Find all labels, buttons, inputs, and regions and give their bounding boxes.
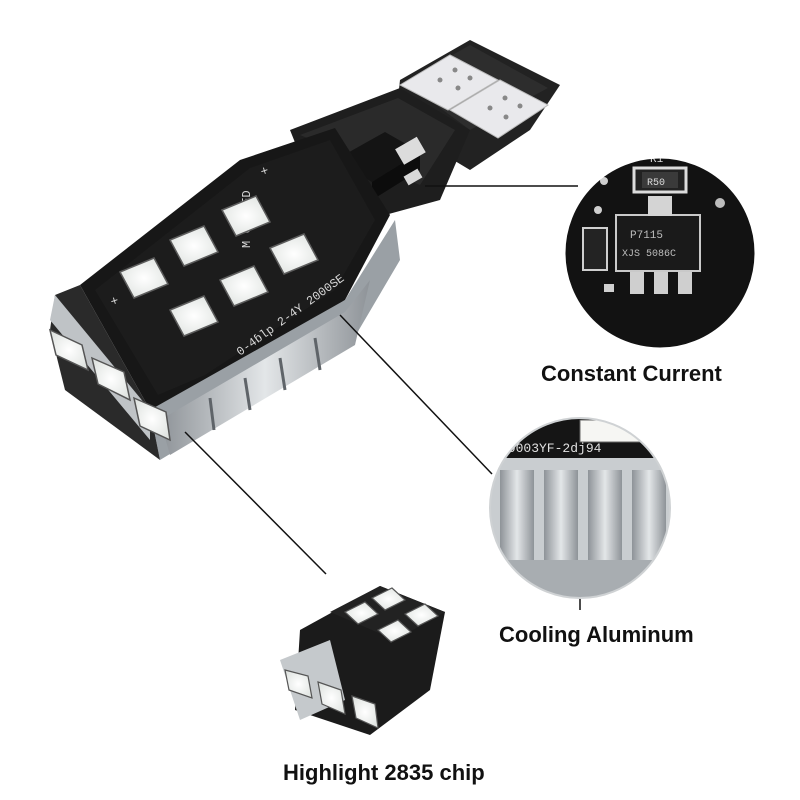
zoom-photo-2835-chip bbox=[280, 586, 445, 735]
callout-line-cooling bbox=[339, 314, 493, 475]
led-chip-array bbox=[118, 195, 320, 337]
heatsink-fins bbox=[150, 220, 400, 460]
callout-lines bbox=[184, 185, 581, 610]
callout-line-chip bbox=[184, 431, 327, 575]
svg-text:R1: R1 bbox=[650, 154, 664, 166]
callout-label-highlight-chip: Highlight 2835 chip bbox=[283, 760, 485, 785]
svg-text:P7115: P7115 bbox=[630, 230, 663, 242]
zoom-circle-cooling-aluminum: 20003YF-2dj94 bbox=[489, 417, 671, 599]
zoom-circle-constant-current: R50 R1 P7115 XJS 5086C bbox=[562, 154, 758, 351]
led-bulb: + + 0-4ɓlp 2-4Y 2000SE M 6M-LED bbox=[48, 40, 560, 460]
led-board-side bbox=[48, 285, 171, 460]
svg-text:XJS 5086C: XJS 5086C bbox=[622, 249, 676, 260]
svg-text:R50: R50 bbox=[647, 178, 665, 189]
callout-label-constant-current: Constant Current bbox=[541, 361, 722, 386]
callout-label-cooling-aluminum: Cooling Aluminum bbox=[499, 622, 694, 647]
svg-text:20003YF-2dj94: 20003YF-2dj94 bbox=[500, 441, 602, 456]
